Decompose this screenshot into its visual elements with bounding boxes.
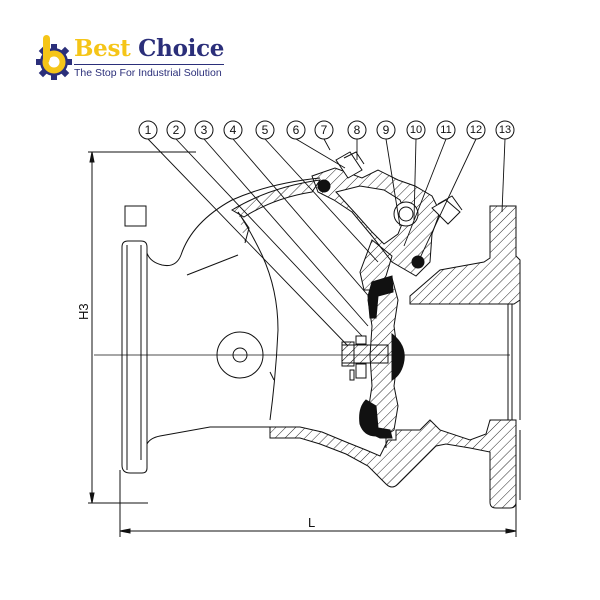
right-flange-upper [409, 205, 521, 305]
brand-word-choice: Choice [138, 35, 225, 62]
o-ring-left [317, 179, 331, 193]
svg-text:5: 5 [262, 123, 269, 137]
balloon-1: 1 [138, 120, 158, 140]
svg-text:8: 8 [354, 123, 361, 137]
right-flange-bore [507, 300, 521, 500]
h3-label: H3 [76, 303, 91, 320]
svg-text:3: 3 [201, 123, 208, 137]
cover-bolt-right [431, 195, 463, 225]
left-flange [121, 205, 148, 474]
brand-word-best: Best [74, 35, 131, 62]
svg-text:4: 4 [230, 123, 237, 137]
svg-text:9: 9 [383, 123, 390, 137]
balloon-4: 4 [223, 120, 243, 140]
brand-logo: Best Choice The Stop For Industrial Solu… [34, 34, 234, 84]
balloon-2: 2 [166, 120, 186, 140]
svg-text:2: 2 [173, 123, 180, 137]
svg-text:1: 1 [145, 123, 152, 137]
part-balloons: 1 2 3 4 5 6 7 8 9 10 11 12 13 [138, 120, 515, 140]
logo-divider [74, 64, 224, 65]
h3-dimension [88, 151, 196, 504]
balloon-8: 8 [347, 120, 367, 140]
svg-text:10: 10 [410, 124, 422, 136]
balloon-10: 10 [406, 120, 426, 140]
brand-name: Best Choice [74, 36, 224, 62]
body-lower-outline [146, 426, 270, 445]
body-lower-hatched [269, 419, 517, 509]
balloon-9: 9 [376, 120, 396, 140]
balloon-13: 13 [495, 120, 515, 140]
balloon-5: 5 [255, 120, 275, 140]
svg-text:7: 7 [321, 123, 328, 137]
svg-text:12: 12 [470, 124, 482, 136]
balloon-11: 11 [436, 120, 456, 140]
leader-lines [147, 138, 506, 347]
balloon-7: 7 [314, 120, 334, 140]
balloon-12: 12 [466, 120, 486, 140]
balloon-6: 6 [286, 120, 306, 140]
cover-bolt-left [335, 151, 365, 179]
disc-stud [341, 335, 389, 381]
balloon-3: 3 [194, 120, 214, 140]
o-ring-right [411, 255, 425, 269]
svg-text:6: 6 [293, 123, 300, 137]
l-label: L [308, 515, 315, 530]
side-boss [216, 331, 264, 379]
svg-text:11: 11 [440, 124, 451, 136]
brand-tagline: The Stop For Industrial Solution [74, 67, 222, 79]
gear-b-logo-icon [36, 35, 72, 80]
body-upper-outline [146, 177, 321, 266]
svg-text:13: 13 [499, 124, 511, 136]
